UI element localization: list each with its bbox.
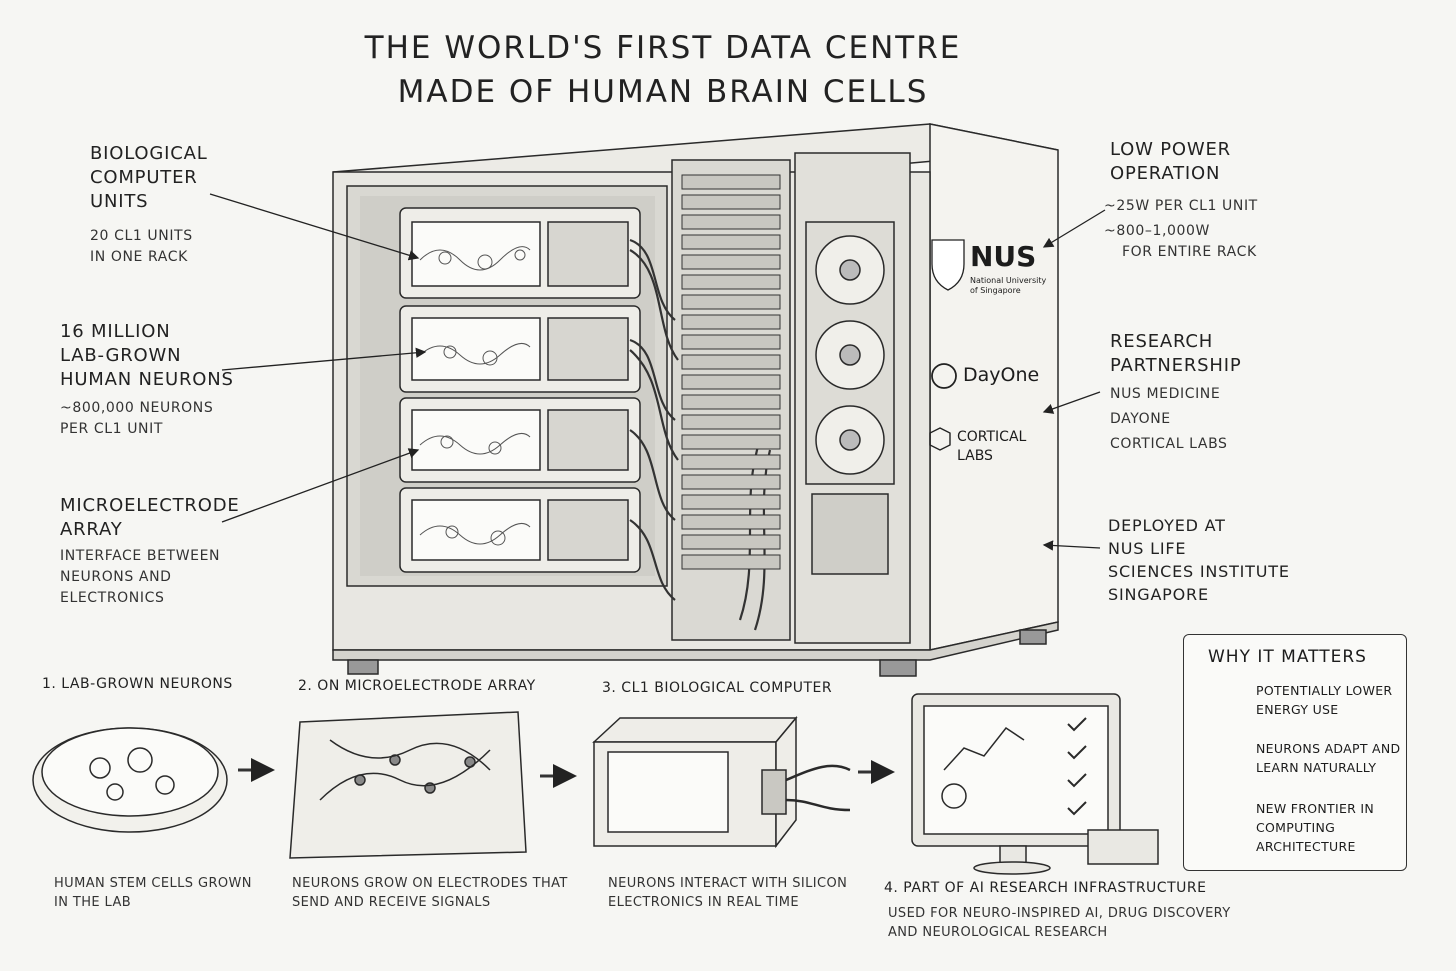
nus-logo-icon [931, 239, 965, 291]
neurons-heading: 16 million lab-grown human neurons [60, 321, 234, 390]
why-item-frontier: New frontier in computing architecture [1256, 801, 1375, 854]
callout-line-research [1042, 391, 1101, 414]
step-2-title: 2. On microelectrode array [298, 678, 536, 694]
server-slots [681, 174, 781, 570]
cortical-logo-icon [929, 427, 951, 451]
mea-heading: Microelectrode array [60, 495, 240, 540]
title-line-1: The world's first data centre [364, 30, 962, 66]
dayone-logo-text: DayOne [963, 364, 1040, 386]
why-item-energy: Potentially lower energy use [1256, 683, 1393, 717]
neuron-drawings [419, 246, 531, 546]
cooling-fans [805, 221, 895, 575]
step-3-desc: Neurons interact with silicon electronic… [608, 876, 848, 910]
monitor-drawing [911, 693, 1159, 875]
why-item-learn: Neurons adapt and learn naturally [1256, 741, 1401, 775]
why-title: Why it matters [1208, 647, 1367, 667]
power-sub: ~25W per CL1 unit ~800–1,000W for entire… [1104, 198, 1258, 260]
step-1-title: 1. Lab-grown neurons [42, 676, 233, 692]
step-3-title: 3. CL1 biological computer [602, 680, 833, 696]
power-heading: Low power operation [1110, 139, 1231, 184]
step-1-desc: Human stem cells grown in the lab [54, 876, 252, 910]
step-4-title: 4. Part of AI research infrastructure [884, 880, 1207, 896]
why-it-matters-panel: Why it matters Potentially lower energy … [1183, 634, 1407, 871]
step-4-desc: Used for neuro-inspired AI, drug discove… [888, 906, 1231, 940]
callout-line-units [209, 193, 420, 261]
title-line-2: made of human brain cells [397, 74, 929, 110]
units-sub: 20 CL1 units in one rack [90, 228, 193, 265]
callout-line-mea [221, 448, 420, 523]
dayone-logo-icon [931, 363, 957, 389]
units-heading: Biological computer units [90, 143, 208, 212]
nus-logo-subtext: National University of Singapore [970, 276, 1047, 295]
deployed-heading: Deployed at NUS Life Sciences Institute … [1108, 516, 1290, 604]
callout-line-deployed [1042, 540, 1101, 551]
mea-chip-drawing [289, 711, 527, 859]
cortical-logo-text: CORTICAL LABS [957, 429, 1027, 464]
nus-logo-text: NUS [970, 240, 1037, 273]
cl1-unit-drawing [592, 715, 851, 849]
step-2-desc: Neurons grow on electrodes that send and… [292, 876, 568, 910]
mea-sub: Interface between neurons and electronic… [60, 548, 221, 606]
callout-line-power [1042, 209, 1106, 248]
research-sub: NUS Medicine DayOne Cortical Labs [1110, 386, 1228, 452]
neurons-sub: ~800,000 neurons per CL1 unit [60, 400, 214, 437]
petri-dish-drawing [32, 727, 228, 833]
callout-line-neurons [221, 347, 427, 371]
research-heading: Research partnership [1110, 331, 1242, 376]
cl1-modules [399, 207, 641, 573]
